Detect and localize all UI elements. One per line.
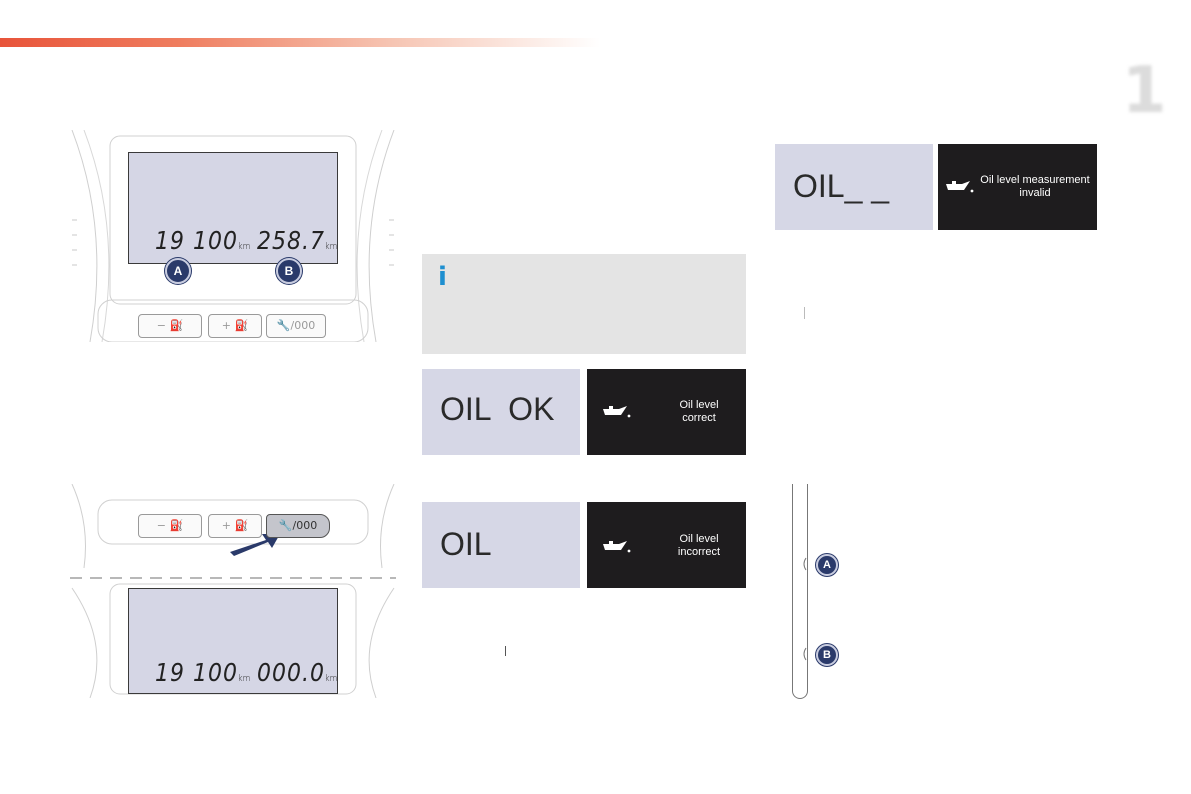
info-note-box: i xyxy=(422,254,746,354)
wrench-icon: 🔧 xyxy=(278,519,293,532)
callout-b: B xyxy=(276,258,302,284)
oil-ok-message-display: Oil level correct xyxy=(587,369,746,455)
trip-reset-button[interactable]: 🔧/000 xyxy=(266,314,326,338)
oil-invalid-display: OIL_ _ xyxy=(775,144,933,230)
oil-invalid-message: Oil level measurement invalid xyxy=(980,174,1090,199)
info-icon: i xyxy=(438,262,447,292)
fuel-icon: ⛽ xyxy=(234,519,249,532)
chapter-number: 1 xyxy=(1122,54,1167,128)
oil-incorrect-display: OIL xyxy=(422,502,580,588)
fuel-plus-button[interactable]: + ⛽ xyxy=(208,514,262,538)
fuel-plus-button[interactable]: + ⛽ xyxy=(208,314,262,338)
odometer-reading: 19 100km xyxy=(155,227,251,256)
lcd-display-bottom: 19 100km 000.0km xyxy=(128,588,338,694)
oil-incorrect-message-display: Oil level incorrect xyxy=(587,502,746,588)
fuel-minus-button[interactable]: − ⛽ xyxy=(138,314,202,338)
cluster-outline-bottom xyxy=(70,484,396,698)
trip-reading-reset: 000.0km xyxy=(257,659,338,688)
oil-ok-text: OIL OK xyxy=(440,391,555,427)
fuel-icon: ⛽ xyxy=(234,319,249,332)
odometer-reading: 19 100km xyxy=(155,659,251,688)
header-accent-bar xyxy=(0,38,600,47)
trip-reading: 258.7km xyxy=(257,227,338,256)
dipstick-illustration xyxy=(792,484,808,699)
oil-incorrect-text: OIL xyxy=(440,526,492,562)
callout-a: A xyxy=(165,258,191,284)
fuel-icon: ⛽ xyxy=(169,519,184,532)
oil-ok-display: OIL OK xyxy=(422,369,580,455)
instrument-cluster-top: 19 100km 258.7km A B − ⛽ + ⛽ 🔧/000 xyxy=(70,130,396,342)
oil-invalid-message-display: Oil level measurement invalid xyxy=(938,144,1097,230)
dipstick-max-mark-a: A xyxy=(816,554,838,576)
text-cursor-mark xyxy=(505,646,506,656)
wrench-icon: 🔧 xyxy=(276,319,291,332)
lcd-display-top: 19 100km 258.7km xyxy=(128,152,338,264)
oil-can-icon xyxy=(946,181,974,193)
dipstick-notches xyxy=(803,557,807,661)
fuel-minus-button[interactable]: − ⛽ xyxy=(138,514,202,538)
cluster-outline-top xyxy=(71,130,395,342)
oil-ok-message: Oil level correct xyxy=(679,399,719,424)
oil-invalid-text: OIL_ _ xyxy=(793,168,890,204)
oil-can-icon xyxy=(603,406,631,418)
oil-incorrect-message: Oil level incorrect xyxy=(677,533,721,558)
oil-can-icon xyxy=(603,541,631,553)
trip-reset-button-pressed[interactable]: 🔧/000 xyxy=(266,514,330,538)
fuel-icon: ⛽ xyxy=(169,319,184,332)
instrument-cluster-bottom: − ⛽ + ⛽ 🔧/000 19 100km 000.0km xyxy=(70,484,396,698)
dipstick-min-mark-b: B xyxy=(816,644,838,666)
text-cursor-mark xyxy=(804,307,805,319)
